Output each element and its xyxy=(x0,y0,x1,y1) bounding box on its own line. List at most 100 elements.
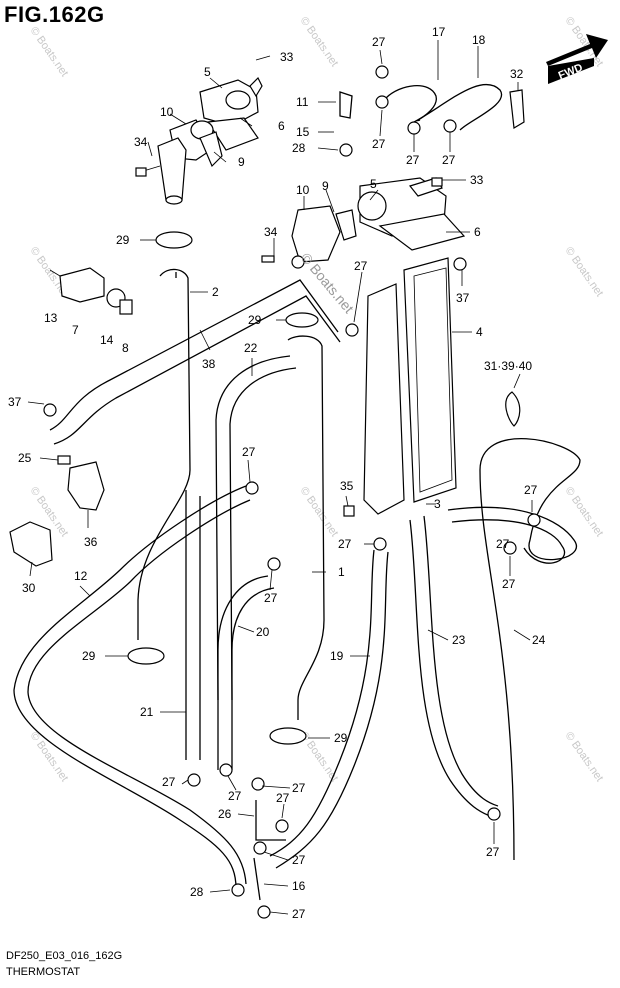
clamp-29 xyxy=(127,647,165,665)
label-27: 27 xyxy=(524,483,538,497)
label-31-39-40: 31·39·40 xyxy=(484,359,532,373)
label-6: 6 xyxy=(474,225,481,239)
label-38: 38 xyxy=(202,357,216,371)
label-27: 27 xyxy=(502,577,516,591)
figure-name: THERMOSTAT xyxy=(6,966,81,978)
label-27: 27 xyxy=(354,259,368,273)
hoses xyxy=(13,83,581,901)
label-34: 34 xyxy=(264,225,278,239)
label-9: 9 xyxy=(238,155,245,169)
thermostat-housing-upper-left xyxy=(135,76,263,205)
hose-11 xyxy=(339,91,353,119)
label-27: 27 xyxy=(242,445,256,459)
hose-2 xyxy=(137,268,191,640)
figure-code: DF250_E03_016_162G xyxy=(6,950,123,962)
bracket-36 xyxy=(67,461,105,511)
hose-16 xyxy=(253,857,261,901)
label-33: 33 xyxy=(470,173,484,187)
label-20: 20 xyxy=(256,625,270,639)
hose-24 xyxy=(447,437,581,861)
label-27: 27 xyxy=(292,853,306,867)
bolt-35 xyxy=(343,505,355,517)
label-12: 12 xyxy=(74,569,88,583)
label-21: 21 xyxy=(140,705,154,719)
thermostat-housing-right xyxy=(261,177,466,269)
hose-26 xyxy=(255,800,286,841)
label-14: 14 xyxy=(100,333,114,347)
label-27: 27 xyxy=(292,781,306,795)
label-27: 27 xyxy=(276,791,290,805)
label-27: 27 xyxy=(338,537,352,551)
label-24: 24 xyxy=(532,633,546,647)
hose-22 xyxy=(215,355,291,701)
label-5: 5 xyxy=(370,177,377,191)
label-27: 27 xyxy=(162,775,176,789)
label-17: 17 xyxy=(432,25,446,39)
label-1: 1 xyxy=(338,565,345,579)
label-28: 28 xyxy=(292,141,306,155)
label-9: 9 xyxy=(322,179,329,193)
label-4: 4 xyxy=(476,325,483,339)
label-34: 34 xyxy=(134,135,148,149)
watermark: © Boats.net xyxy=(563,245,606,299)
label-25: 25 xyxy=(18,451,32,465)
label-15: 15 xyxy=(296,125,310,139)
label-37: 37 xyxy=(456,291,470,305)
hose-18 xyxy=(409,83,503,131)
label-27: 27 xyxy=(264,591,278,605)
label-11: 11 xyxy=(296,95,309,109)
bolt-25 xyxy=(57,455,71,465)
clamps-small xyxy=(43,65,541,919)
watermark: © Boats.net xyxy=(563,730,606,784)
hose-12 xyxy=(13,485,247,889)
label-10: 10 xyxy=(296,183,310,197)
hose-17 xyxy=(385,84,437,122)
label-29: 29 xyxy=(116,233,130,247)
part-labels: 33 5 10 6 34 9 29 11 15 28 27 17 18 32 2… xyxy=(8,25,546,921)
label-35: 35 xyxy=(340,479,354,493)
label-3: 3 xyxy=(434,497,441,511)
label-27: 27 xyxy=(486,845,500,859)
hose-19 xyxy=(269,549,375,857)
label-27: 27 xyxy=(372,137,386,151)
label-27: 27 xyxy=(228,789,242,803)
watermark: © Boats.net xyxy=(298,485,341,539)
label-2: 2 xyxy=(212,285,219,299)
brackets xyxy=(9,89,525,567)
label-27: 27 xyxy=(406,153,420,167)
label-27: 27 xyxy=(292,907,306,921)
label-27: 27 xyxy=(496,537,510,551)
clamp-29 xyxy=(285,312,319,328)
bracket-30 xyxy=(9,521,53,567)
label-30: 30 xyxy=(22,581,36,595)
label-7: 7 xyxy=(72,323,79,337)
label-26: 26 xyxy=(218,807,232,821)
clamps-large xyxy=(127,231,319,745)
label-29: 29 xyxy=(82,649,96,663)
label-10: 10 xyxy=(160,105,174,119)
label-37: 37 xyxy=(8,395,22,409)
label-5: 5 xyxy=(204,65,211,79)
label-13: 13 xyxy=(44,311,58,325)
label-28: 28 xyxy=(190,885,204,899)
label-29: 29 xyxy=(334,731,348,745)
watermark: © Boats.net xyxy=(563,485,606,539)
label-32: 32 xyxy=(510,67,524,81)
label-8: 8 xyxy=(122,341,129,355)
cover-and-gasket xyxy=(363,257,457,515)
sensor-assembly xyxy=(49,267,133,315)
bracket-32 xyxy=(509,89,525,129)
label-19: 19 xyxy=(330,649,344,663)
hose-20 xyxy=(217,575,269,770)
leaders xyxy=(27,40,533,915)
label-16: 16 xyxy=(292,879,306,893)
clamp-29 xyxy=(155,231,193,249)
clamp-29 xyxy=(269,727,307,745)
label-23: 23 xyxy=(452,633,466,647)
hose-1 xyxy=(287,335,325,720)
watermark: © Boats.net xyxy=(28,25,71,79)
label-18: 18 xyxy=(472,33,486,47)
figure-title: FIG.162G xyxy=(4,2,105,27)
label-27: 27 xyxy=(442,153,456,167)
